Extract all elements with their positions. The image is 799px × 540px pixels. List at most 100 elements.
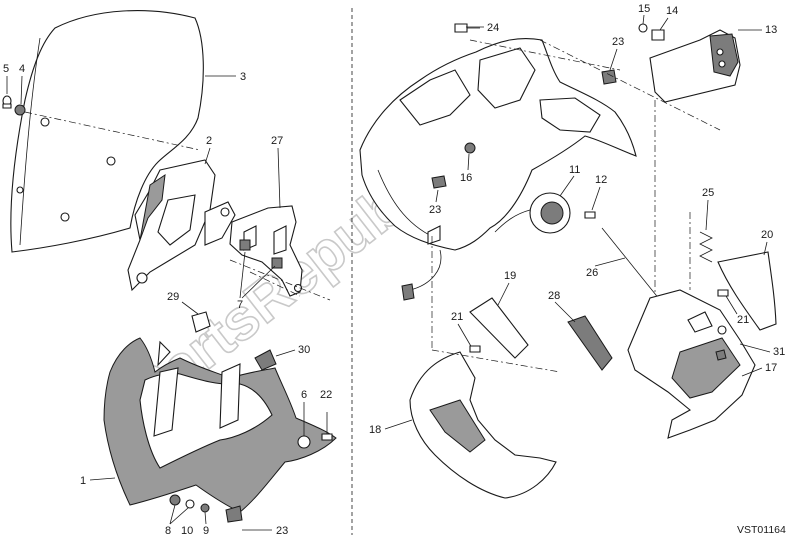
leader-line: [739, 343, 771, 353]
leader-line: [169, 504, 176, 525]
cluster-screen: [709, 33, 739, 77]
leader-line: [591, 186, 601, 211]
bracket-cutout: [157, 194, 196, 246]
callout-18: 18: [369, 424, 381, 436]
connector: [401, 283, 415, 301]
leader-line: [89, 477, 116, 481]
callout-17: 17: [765, 362, 777, 374]
grommet: [297, 435, 311, 449]
callout-22: 22: [320, 389, 332, 401]
callout-21: 21: [737, 314, 749, 326]
callout-24: 24: [487, 22, 499, 34]
callout-16: 16: [460, 172, 472, 184]
callout-31: 31: [773, 346, 785, 358]
assembly-line: [469, 39, 621, 71]
callout-21: 21: [451, 311, 463, 323]
callout-13: 13: [765, 24, 777, 36]
clip-nut: [431, 175, 447, 189]
leader-line: [435, 189, 439, 203]
heat-shield: [567, 315, 613, 371]
washer: [185, 499, 195, 509]
washer: [638, 23, 648, 33]
screw-head: [584, 211, 596, 219]
callout-6: 6: [301, 389, 307, 401]
assembly-line: [249, 271, 301, 297]
clip-nut: [225, 505, 243, 523]
cluster-button: [718, 60, 726, 68]
callout-14: 14: [666, 5, 678, 17]
windscreen-hole: [106, 156, 116, 166]
rod: [601, 227, 661, 301]
nut-plate: [191, 311, 211, 333]
screw: [200, 503, 210, 513]
bracket-hole: [136, 272, 148, 284]
callout-15: 15: [638, 3, 650, 15]
leader-line: [241, 265, 276, 299]
callout-12: 12: [595, 174, 607, 186]
callout-20: 20: [761, 229, 773, 241]
leader-line: [277, 147, 281, 209]
frame-opening: [477, 47, 536, 109]
mount-slot: [273, 225, 287, 255]
leader-line: [559, 175, 575, 197]
round-light-lens: [540, 201, 564, 225]
screw-head: [651, 29, 665, 41]
callout-23: 23: [276, 525, 288, 537]
clip: [271, 257, 283, 269]
fairing-grille: [429, 399, 486, 453]
callout-10: 10: [181, 525, 193, 537]
callout-28: 28: [548, 290, 560, 302]
leader-line: [642, 14, 645, 25]
callout-30: 30: [298, 344, 310, 356]
leader-line: [275, 349, 296, 357]
lower-fairing-side: [409, 351, 557, 499]
callout-29: 29: [167, 291, 179, 303]
screw: [169, 494, 181, 506]
leader-line: [554, 301, 576, 323]
leader-line: [609, 48, 618, 71]
callout-25: 25: [702, 187, 714, 199]
leader-line: [204, 147, 211, 165]
assembly-line: [229, 259, 331, 301]
callout-26: 26: [586, 267, 598, 279]
clip: [239, 239, 251, 251]
frame-clip: [427, 225, 441, 245]
leader-line: [497, 282, 510, 306]
windscreen-hole: [40, 117, 50, 127]
drawing-code: VST01164: [737, 524, 786, 536]
callout-2: 2: [206, 135, 212, 147]
fairing-tab: [157, 340, 171, 367]
screw-head: [454, 23, 468, 33]
leader-line: [181, 301, 199, 315]
side-panel: [717, 251, 777, 331]
callout-9: 9: [203, 525, 209, 537]
callout-5: 5: [3, 63, 9, 75]
leader-line: [705, 199, 709, 231]
spring: [699, 231, 713, 263]
leader-line: [169, 507, 189, 525]
screw-head: [717, 289, 729, 297]
windscreen-edge-line: [19, 37, 41, 246]
leader-line: [239, 251, 246, 299]
grommet: [254, 349, 277, 371]
grommet: [464, 142, 476, 154]
callout-23: 23: [612, 36, 624, 48]
windscreen-hole: [60, 212, 70, 222]
callout-7: 7: [237, 299, 243, 311]
assembly-line: [539, 39, 721, 131]
cluster-button: [716, 48, 724, 56]
callout-1: 1: [80, 475, 86, 487]
leader-line: [763, 241, 768, 256]
assembly-line: [431, 349, 561, 373]
wiring-harness: [409, 249, 442, 291]
callout-8: 8: [165, 525, 171, 537]
fairing-vent: [153, 367, 179, 437]
screw-head: [321, 433, 333, 441]
callout-19: 19: [504, 270, 516, 282]
callout-23: 23: [429, 204, 441, 216]
bracket-hole: [220, 207, 230, 217]
clip-nut: [601, 69, 617, 85]
clip: [715, 349, 727, 361]
